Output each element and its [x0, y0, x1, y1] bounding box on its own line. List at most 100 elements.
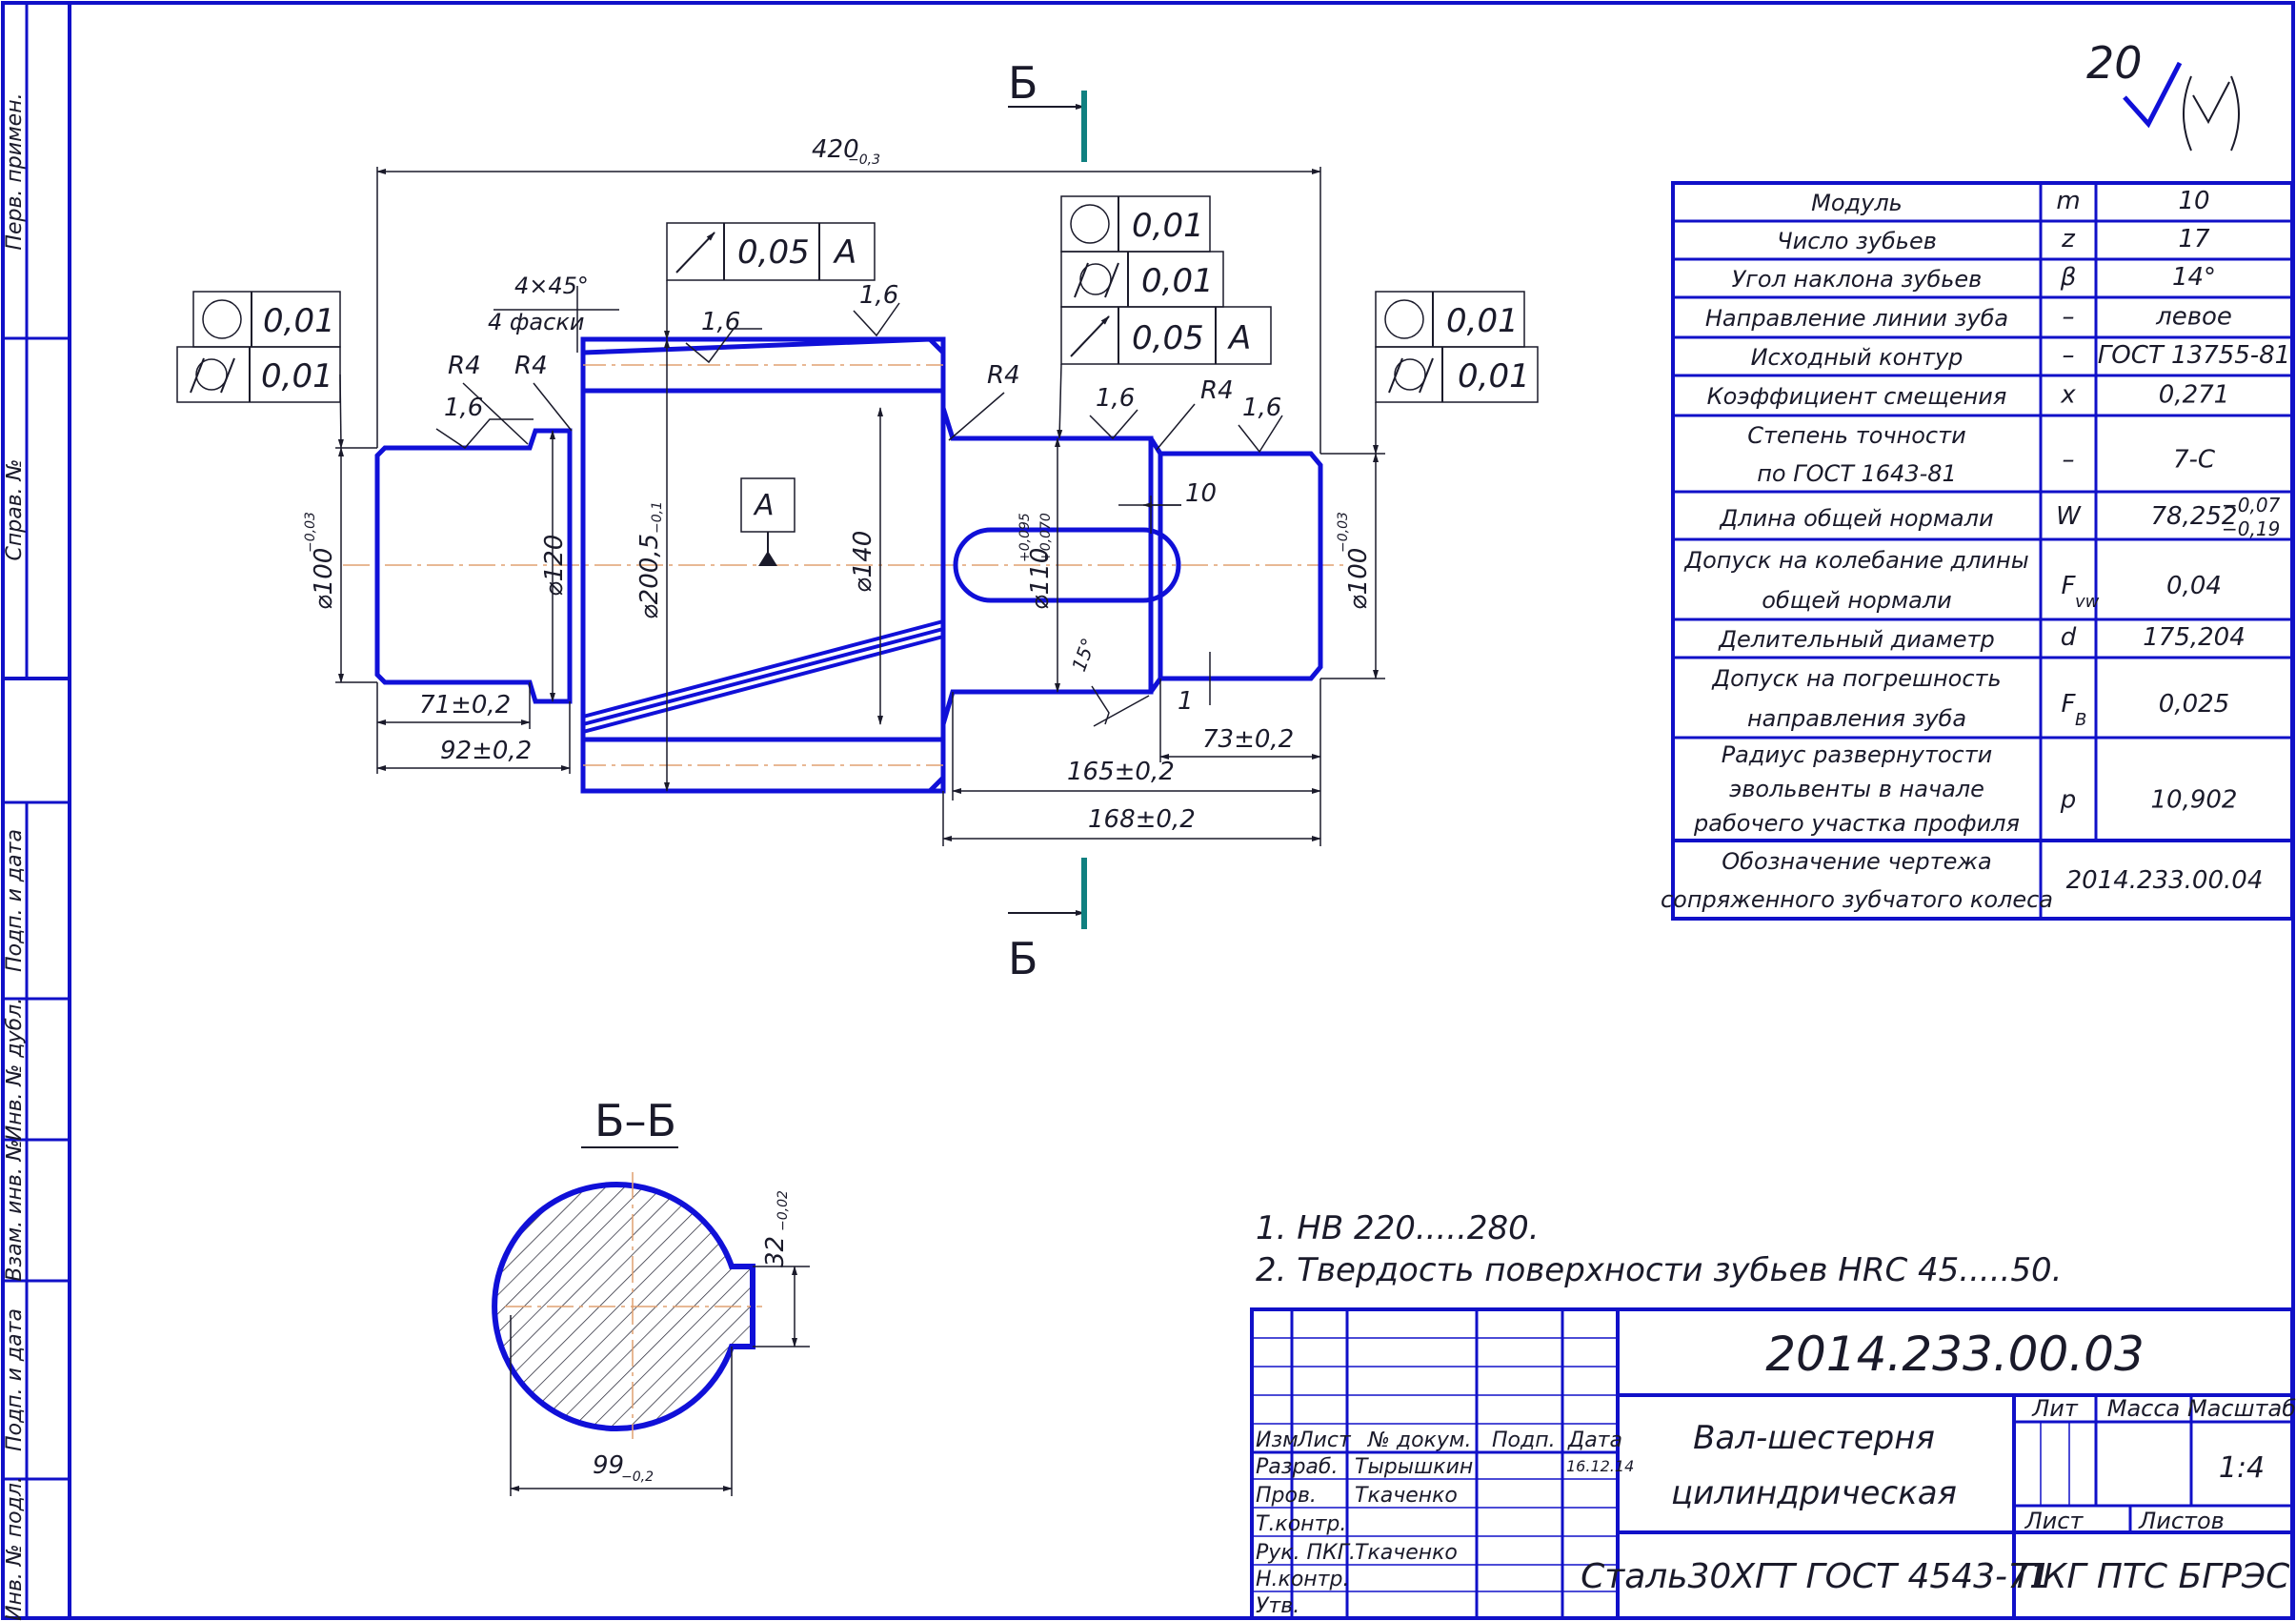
gear-row-0-value: 10: [2178, 187, 2209, 215]
tol-right-cyl: 0,01: [1458, 357, 1530, 395]
dim-len73: 73±0,2: [1202, 725, 1294, 754]
gear-row-1-symbol: z: [2061, 225, 2076, 253]
dim-overall-tol: −0,3: [848, 152, 880, 168]
gear-row-7-value: 78,252: [2151, 502, 2238, 531]
dim-d110-tol-low: +0,070: [1038, 513, 1054, 562]
dim-r4: R4: [1200, 376, 1234, 405]
tb-lit: Лит: [2031, 1395, 2079, 1422]
gear-row-8-name-1: общей нормали: [1762, 587, 1951, 614]
gear-row-6-name-0: Степень точности: [1747, 422, 1965, 449]
gear-row-3-name-0: Направление линии зуба: [1705, 305, 2008, 332]
side-strip: Перв. примен. Справ. № Подп. и дата Инв.…: [3, 92, 27, 1620]
tb-sheets: Листов: [2138, 1508, 2225, 1534]
gear-row-10-symbol-sub: B: [2075, 710, 2086, 730]
sec-32: 32: [761, 1236, 790, 1267]
gear-row-11-name-1: эвольвенты в начале: [1729, 776, 1984, 802]
roughness-general-value: 20: [2086, 37, 2143, 89]
gear-row-7-value-up: −0,07: [2222, 494, 2281, 517]
tb-razrab-name: Тырышкин: [1355, 1455, 1473, 1479]
gear-row-6-value: 7-C: [2173, 445, 2216, 474]
roughness-general: 20: [2086, 37, 2240, 152]
tb-name-2: цилиндрическая: [1671, 1474, 1957, 1512]
tb-scale-label: Масштаб: [2187, 1395, 2296, 1422]
dim-d200: ⌀200,5: [635, 534, 664, 619]
gear-row-5-value: 0,271: [2159, 381, 2229, 410]
gear-row-11-value: 10,902: [2151, 785, 2238, 814]
side-sprav: Справ. №: [3, 458, 27, 560]
gear-row-9-name-0: Делительный диаметр: [1718, 626, 1995, 653]
gear-row-4-value: ГОСТ 13755-81: [2098, 341, 2290, 370]
roundness-icon-mid: [1070, 204, 1110, 244]
tb-name-1: Вал-шестерня: [1693, 1419, 1935, 1457]
gear-row-6-name-1: по ГОСТ 1643-81: [1757, 460, 1957, 487]
dim-d120: ⌀120: [540, 535, 569, 597]
dim-one: 1: [1178, 687, 1194, 716]
tb-mass: Масса: [2107, 1395, 2181, 1422]
side-podp-data-2: Подп. и дата: [3, 1308, 27, 1451]
ra-1: 1,6: [444, 394, 483, 422]
tol-right: 0,01 0,01: [1373, 291, 1539, 455]
gear-row-5-name-0: Коэффициент смещения: [1707, 383, 2007, 410]
tb-scale: 1:4: [2219, 1451, 2265, 1485]
dimensions: 420 −0,3 ⌀100 −0,03 ⌀120 ⌀200,5 −0,1 ⌀14…: [303, 135, 1385, 846]
tb-col-date: Дата: [1567, 1429, 1622, 1452]
note-1: 1. НВ 220.....280.: [1256, 1209, 1540, 1247]
gear-row-9-symbol: d: [2061, 623, 2077, 652]
ra-3: 1,6: [859, 281, 898, 310]
gear-row-1-name-0: Число зубьев: [1777, 228, 1937, 254]
gear-row-7-symbol: W: [2056, 502, 2082, 531]
gear-mating-value: 2014.233.00.04: [2066, 866, 2264, 895]
gear-row-0-name-0: Модуль: [1811, 190, 1903, 216]
dim-angle15: 15°: [1067, 635, 1100, 675]
gear-row-10-name-0: Допуск на погрешность: [1711, 665, 2001, 692]
dim-len92: 92±0,2: [440, 737, 532, 765]
dim-key10: 10: [1185, 479, 1217, 508]
gear-row-9-value: 175,204: [2143, 623, 2246, 652]
dim-d100-right-tol: −0,03: [1336, 512, 1351, 553]
datum-a-label: А: [753, 489, 775, 522]
gear-row-8-symbol-sub: vw: [2075, 592, 2100, 612]
ra-4: 1,6: [1096, 384, 1135, 413]
tb-sheet: Лист: [2024, 1508, 2085, 1534]
tb-prov-name: Ткаченко: [1355, 1484, 1458, 1508]
dim-r1: R4: [448, 352, 481, 380]
gear-row-2-name-0: Угол наклона зубьев: [1732, 266, 1983, 293]
side-vzam: Взам. инв. №: [3, 1139, 27, 1281]
side-podp-data-1: Подп. и дата: [3, 829, 27, 972]
tb-col-list: Лист: [1297, 1429, 1352, 1452]
dim-r3: R4: [987, 361, 1020, 390]
side-perv: Перв. примен.: [3, 92, 27, 250]
cylindricity-icon-right: [1394, 358, 1426, 391]
note-2: 2. Твердость поверхности зубьев HRC 45..…: [1256, 1251, 2062, 1289]
section-marks: Б Б: [1008, 57, 1087, 984]
gear-row-1-value: 17: [2178, 225, 2210, 253]
runout-icon: [675, 232, 715, 274]
tol-mid-cyl: 0,01: [1141, 262, 1214, 300]
sec-d99: 99: [593, 1451, 624, 1480]
runout-icon-mid: [1070, 315, 1110, 357]
tb-col-doc: № докум.: [1367, 1429, 1471, 1452]
side-inv-podl: Инв. № подл.: [3, 1476, 27, 1621]
dim-d100-left: ⌀100: [310, 548, 338, 610]
tol-mid-runout-value: 0,05: [1132, 319, 1204, 357]
sec-d99-tol: −0,2: [621, 1469, 654, 1485]
dim-len165: 165±0,2: [1067, 758, 1175, 786]
gear-row-10-value: 0,025: [2159, 690, 2229, 719]
cylindricity-icon: [195, 358, 228, 391]
gear-row-4-name-0: Исходный контур: [1751, 344, 1964, 371]
tolerance-frames: 0,01 0,01 0,05 А 0,01: [176, 195, 1539, 455]
gear-row-7-value-low: −0,19: [2222, 517, 2280, 540]
tb-razrab-date: 16.12.14: [1566, 1457, 1634, 1475]
shaft-view: [343, 336, 1343, 794]
tb-col-sign: Подп.: [1492, 1429, 1556, 1452]
dim-d200-tol: −0,1: [650, 501, 665, 534]
gear-row-4-symbol: –: [2063, 341, 2075, 370]
tol-right-round: 0,01: [1446, 302, 1519, 340]
tol-left-cyl: 0,01: [261, 357, 333, 395]
gear-row-8-name-0: Допуск на колебание длины: [1683, 547, 2028, 574]
dim-len71: 71±0,2: [419, 691, 511, 719]
gear-row-5-symbol: x: [2060, 381, 2076, 410]
tb-row-tkontr: Т.контр.: [1256, 1512, 1346, 1536]
section-bb-title: Б–Б: [594, 1095, 676, 1146]
